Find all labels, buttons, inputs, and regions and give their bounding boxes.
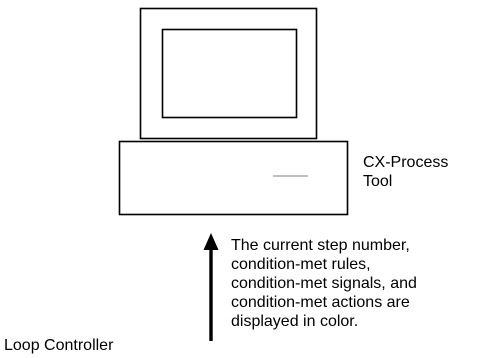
- loop-controller-label: Loop Controller: [4, 337, 114, 354]
- note-line: The current step number,: [231, 237, 410, 254]
- upward-arrow-icon: [203, 233, 219, 341]
- note-line: condition-met rules,: [231, 256, 371, 273]
- arrow-head: [203, 233, 219, 250]
- note-line: displayed in color.: [231, 313, 359, 330]
- computer-base-unit: [118, 140, 349, 216]
- tool-label-line: CX-Process: [363, 154, 449, 171]
- computer-monitor-icon: [118, 7, 349, 216]
- tool-label-line: Tool: [363, 173, 393, 190]
- cx-process-tool-label: CX-Process Tool: [363, 153, 473, 191]
- monitor-outer-frame: [139, 7, 318, 140]
- monitor-screen: [161, 28, 298, 119]
- note-line: condition-met signals, and: [231, 275, 417, 292]
- note-line: condition-met actions are: [231, 294, 410, 311]
- status-note: The current step number, condition-met r…: [231, 236, 471, 331]
